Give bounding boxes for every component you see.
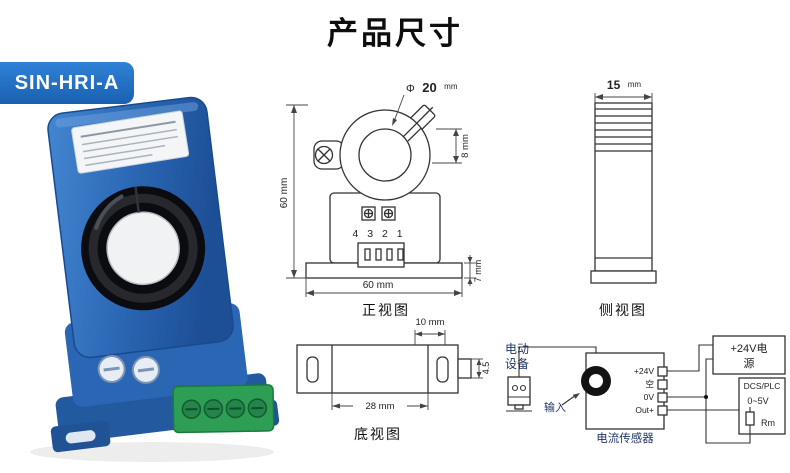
sensor-terminal-label-2: 空 xyxy=(645,379,654,389)
front-width-dimension: 60 mm xyxy=(305,278,463,297)
input-arrow-icon xyxy=(561,393,580,406)
diameter-leader-arrow xyxy=(392,118,397,126)
bottom-connector-tab xyxy=(457,358,472,379)
side-view-caption: 侧视图 xyxy=(599,302,647,318)
connection-wires xyxy=(667,344,751,444)
bottom-body-outline xyxy=(296,344,459,394)
bottom-slot-left xyxy=(306,356,319,383)
bottom-view-drawing: 10 mm 4.5 28 mm xyxy=(296,317,491,412)
bottom-slot-right xyxy=(436,356,449,383)
power-label-line2: 源 xyxy=(744,356,755,370)
front-height-dimension: 60 mm xyxy=(279,104,308,279)
sensor-caption: 电流传感器 xyxy=(596,431,654,445)
sensor-terminal-label-4: Out+ xyxy=(635,405,654,415)
bottom-view-caption: 底视图 xyxy=(354,426,402,442)
hall-sensor-product xyxy=(47,96,280,453)
bottom-height-dimension: 4.5 xyxy=(471,358,491,379)
spec-label xyxy=(71,110,190,174)
front-base-dimension: 7 mm xyxy=(464,255,483,286)
ring-slit xyxy=(402,122,422,142)
product-photo xyxy=(30,96,280,462)
model-badge-label: SIN-HRI-A xyxy=(14,71,120,94)
load-resistor-icon xyxy=(745,407,755,432)
front-gap-dim-label: 8 mm xyxy=(460,134,471,158)
dcs-label: DCS/PLC xyxy=(744,381,781,391)
side-width-dim-label: 15 mm xyxy=(607,76,641,93)
body-highlight xyxy=(55,102,199,128)
junction-dot xyxy=(704,395,708,399)
bottom-height-dim-label: 4.5 xyxy=(481,362,491,375)
sensor-ring-icon xyxy=(581,366,611,396)
output-range-label: 0~5V xyxy=(747,396,768,406)
power-label-line1: +24V电 xyxy=(731,342,768,355)
bottom-tab-dim-label: 10 mm xyxy=(415,317,444,328)
power-supply-box xyxy=(712,335,786,375)
bottom-inner-dimension: 28 mm xyxy=(331,393,429,412)
page-title: 产品尺寸 xyxy=(327,16,463,51)
input-label: 输入 xyxy=(544,400,566,414)
device-label-line1: 电动 xyxy=(505,342,529,356)
load-label: Rm xyxy=(761,418,775,428)
wiring-diagram: 电动 设备 输入 +24V 空 0V Out+ xyxy=(505,335,786,445)
front-diameter-label: Φ 20 mm xyxy=(406,79,458,96)
electric-device-icon xyxy=(506,376,532,412)
core-ring xyxy=(81,186,206,311)
front-ring-aperture xyxy=(358,128,412,182)
sensor-terminal-label-3: 0V xyxy=(644,392,655,402)
front-height-dim-label: 60 mm xyxy=(279,178,290,209)
sensor-terminal-label-1: +24V xyxy=(634,366,654,376)
hinge-screw-icon xyxy=(314,145,334,165)
device-label-line2: 设备 xyxy=(505,357,529,371)
front-gap-dimension: 8 mm xyxy=(432,128,471,164)
side-body-outline xyxy=(594,102,653,272)
side-ring-hatch xyxy=(595,108,652,152)
front-terminal-numbers: 4 3 2 1 xyxy=(352,228,405,240)
front-base-dim-label: 7 mm xyxy=(473,260,483,283)
front-width-dim-label: 60 mm xyxy=(363,280,394,291)
front-view-caption: 正视图 xyxy=(362,302,410,318)
front-view-drawing: 4 3 2 1 Φ 20 mm 60 mm 8 mm xyxy=(279,79,483,297)
terminal-screws xyxy=(97,355,160,384)
green-terminal-block xyxy=(172,384,275,434)
front-connector-block xyxy=(357,242,405,268)
bottom-tab-dimension: 10 mm xyxy=(414,317,446,345)
bottom-inner-dim-label: 28 mm xyxy=(365,401,394,412)
side-view-drawing: 15 mm xyxy=(590,76,657,284)
terminal-screw-icon xyxy=(361,206,396,221)
side-base-flange xyxy=(590,270,657,284)
model-badge: SIN-HRI-A xyxy=(0,62,134,104)
